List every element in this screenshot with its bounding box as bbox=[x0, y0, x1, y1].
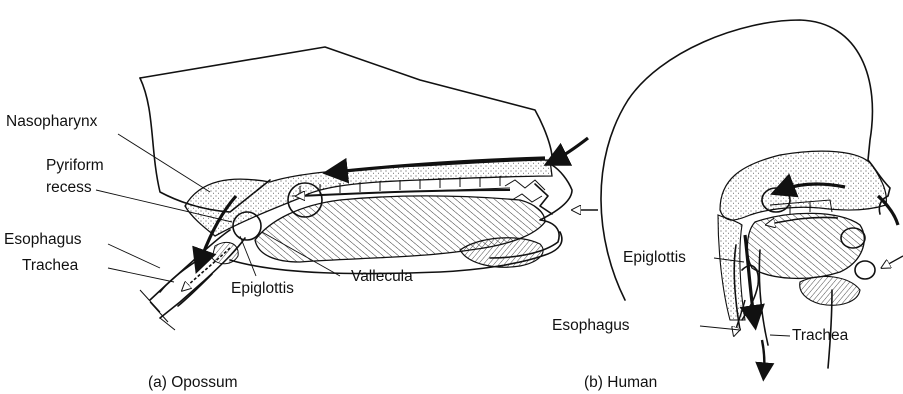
label-vallecula: Vallecula bbox=[351, 268, 413, 285]
label-trachea-a: Trachea bbox=[22, 257, 79, 274]
label-trachea-b: Trachea bbox=[792, 327, 849, 344]
human-illustration bbox=[601, 20, 903, 372]
label-esophagus-b: Esophagus bbox=[552, 317, 630, 334]
label-pyriform: Pyriform bbox=[46, 157, 104, 174]
label-esophagus-a: Esophagus bbox=[4, 231, 82, 248]
caption-human: (b) Human bbox=[584, 374, 657, 391]
label-epiglottis-b: Epiglottis bbox=[623, 249, 686, 266]
label-recess: recess bbox=[46, 179, 92, 196]
opossum-illustration bbox=[140, 47, 598, 330]
label-nasopharynx: Nasopharynx bbox=[6, 113, 98, 130]
label-epiglottis-a: Epiglottis bbox=[231, 280, 294, 297]
caption-opossum: (a) Opossum bbox=[148, 374, 238, 391]
